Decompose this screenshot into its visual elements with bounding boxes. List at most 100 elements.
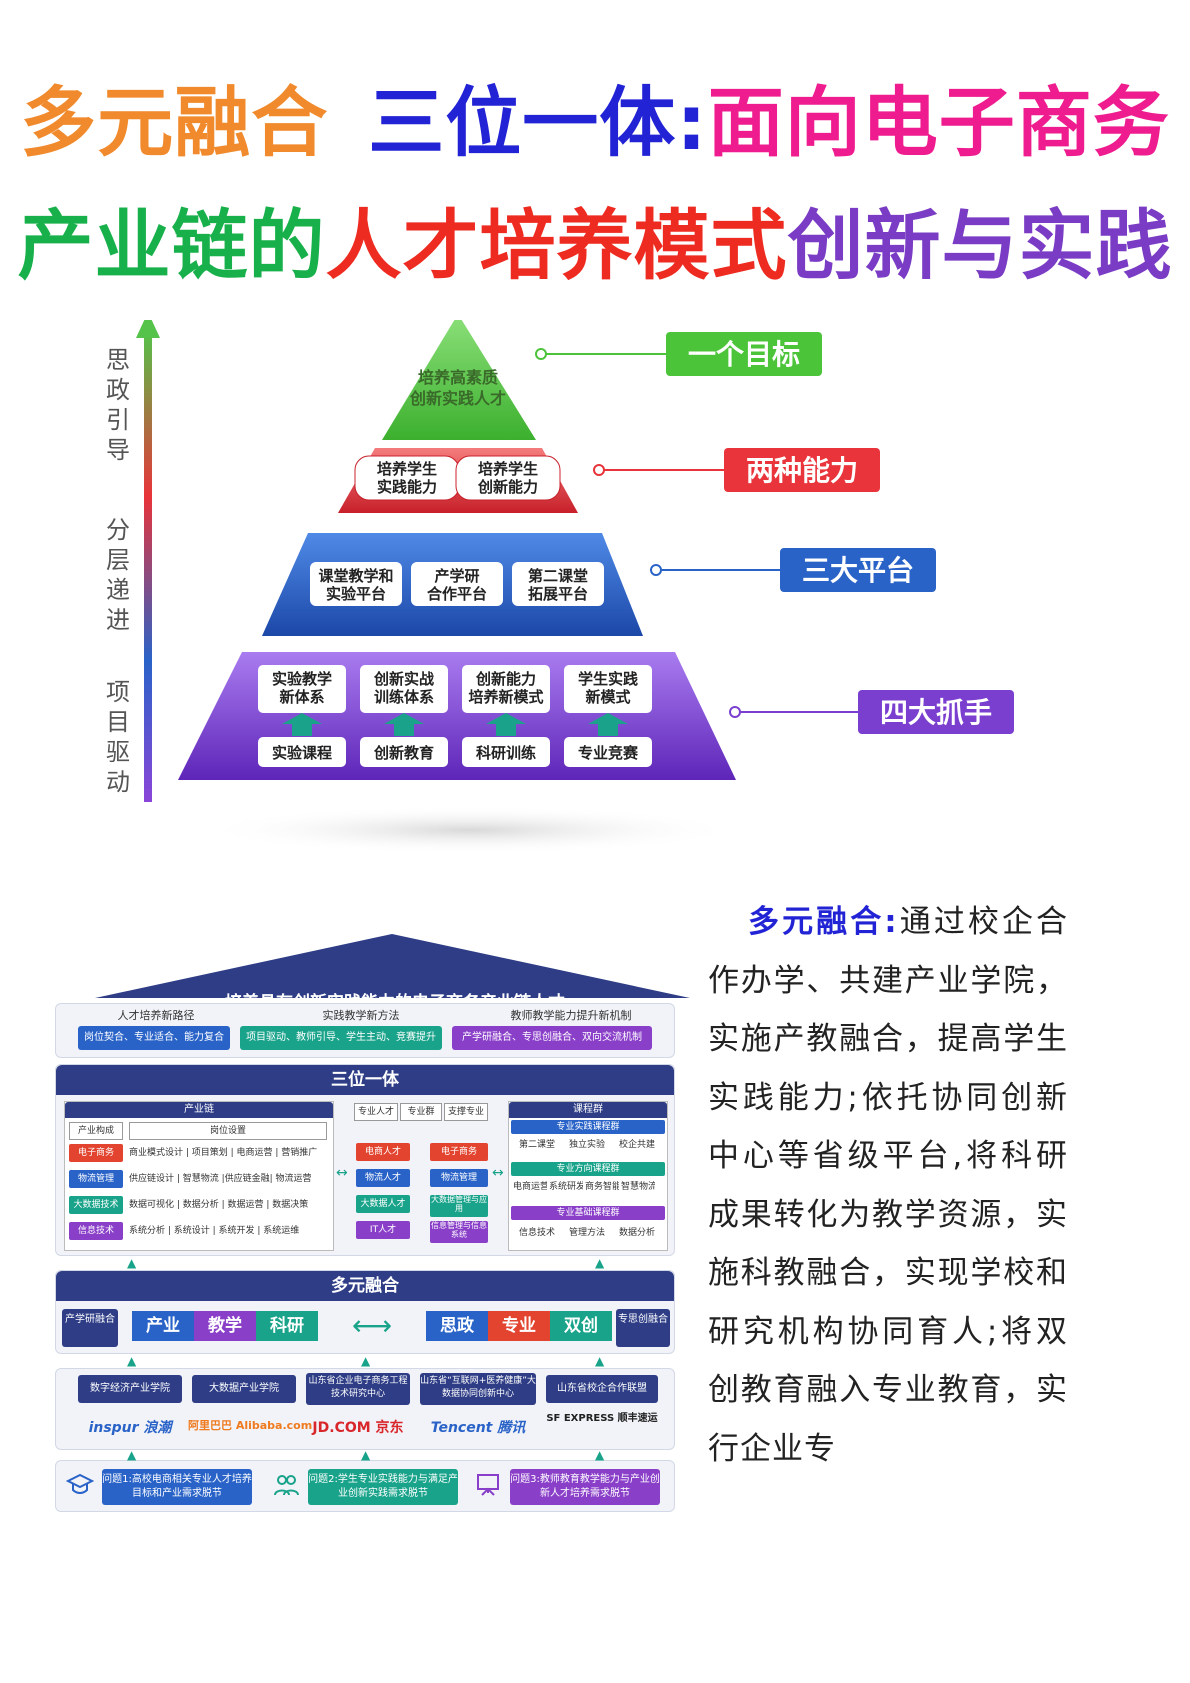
chain-col-a: 产业构成 [69, 1122, 123, 1140]
description-paragraph: 多元融合:通过校企合作办学、共建产业学院，实施产教融合，提高学生实践能力;依托协… [708, 893, 1068, 1478]
row1-head-1: 实践教学新方法 [322, 1009, 400, 1022]
tag-abilities [724, 448, 880, 492]
tag-platforms-label: 三大平台 [802, 554, 914, 587]
major-right-2: 大数据管理与应用 [430, 1195, 488, 1217]
course-s2-2: 商务智能 [585, 1182, 619, 1192]
major-tab-1: 专业群 [400, 1103, 442, 1121]
partner-3: 山东省“互联网+医养健康”大数据协同创新中心 [420, 1373, 536, 1405]
pyramid-shadow [200, 806, 740, 854]
fusion-left-tag: 产学研融合 [62, 1309, 118, 1347]
major-right-3: 信息管理与信息系统 [430, 1221, 488, 1243]
course-s2: 专业方向课程群 [511, 1162, 665, 1176]
side-label-2: 项目驱动 [106, 678, 130, 796]
level-3-box-0 [310, 562, 402, 606]
l3-0-b: 实验平台 [326, 585, 386, 603]
l2-1-b: 创新能力 [477, 478, 538, 496]
major-left-3: IT人才 [356, 1221, 410, 1239]
problem-2: 问题3:教师教育教学能力与产业创新人才培养需求脱节 [510, 1469, 660, 1505]
link-arrow-right: ↔ [492, 1165, 504, 1181]
title-part-orange: 多元融合 [20, 78, 329, 167]
chain-row-3: 信息技术 [69, 1222, 123, 1240]
tag-handles-label: 四大抓手 [880, 696, 992, 729]
major-right-1: 物流管理 [430, 1169, 488, 1187]
problem-0: 问题1:高校电商相关专业人才培养目标和产业需求脱节 [102, 1469, 252, 1505]
logo-jd: JD.COM 京东 [312, 1420, 404, 1436]
paragraph-body: 通过校企合作办学、共建产业学院，实施产教融合，提高学生实践能力;依托协同创新中心… [708, 904, 1068, 1467]
partner-0: 数字经济产业学院 [78, 1375, 182, 1403]
course-s1: 专业实践课程群 [511, 1120, 665, 1134]
chain-jobs-1: 供应链设计 | 智慧物流 |供应链金融| 物流运营 [129, 1174, 312, 1184]
chain-jobs-2: 数据可视化 | 数据分析 | 数据运营 | 数据决策 [129, 1200, 309, 1210]
logo-alibaba: 阿里巴巴 Alibaba.com [188, 1419, 313, 1432]
tag-connector-0 [535, 348, 666, 360]
fusion-left-0: 产业 [132, 1311, 194, 1341]
course-s3: 专业基础课程群 [511, 1206, 665, 1220]
logo-inspur: inspur 浪潮 [88, 1420, 172, 1436]
course-s3-0: 信息技术 [518, 1228, 555, 1238]
fusion-right-tag: 专思创融合 [616, 1309, 670, 1347]
industry-chain-panel: 产业链 产业构成 岗位设置 电子商务 商业模式设计 | 项目策划 | 电商运营 … [64, 1101, 334, 1251]
row1-pill-2: 产学研融合、专思创融合、双向交流机制 [452, 1026, 652, 1050]
l3-2-b: 拓展平台 [528, 585, 588, 603]
l2-0-a: 培养学生 [377, 460, 437, 478]
chain-row-1: 物流管理 [69, 1170, 123, 1188]
major-left-0: 电商人才 [356, 1143, 410, 1161]
roof-shape [95, 934, 690, 998]
level-4-bottom-boxes [258, 737, 652, 767]
partner-2: 山东省企业电子商务工程技术研究中心 [306, 1373, 410, 1405]
level-3-box-1 [411, 562, 503, 606]
problems-band: 问题1:高校电商相关专业人才培养目标和产业需求脱节 问题2:学生专业实践能力与满… [55, 1460, 675, 1512]
major-left-2: 大数据人才 [356, 1195, 410, 1213]
l4b-0: 实验课程 [272, 744, 332, 762]
l2-0-b: 实践能力 [377, 478, 437, 496]
title-line-2: 产业链的人才培养模式创新与实践 [0, 208, 1190, 284]
problem-1: 问题2:学生专业实践能力与满足产业创新实践需求脱节 [308, 1469, 458, 1505]
title-part-purple: 创新与实践 [787, 201, 1173, 290]
fusion-right-0: 思政 [426, 1311, 488, 1341]
title-part-blue: 三位一体: [368, 78, 708, 167]
l4t-3-b: 新模式 [585, 688, 630, 706]
chain-row-2: 大数据技术 [69, 1196, 123, 1214]
level-4-up-arrows [282, 713, 628, 736]
side-label-fenceng: 分层递进 [106, 516, 130, 634]
l4t-1-b: 训练体系 [374, 688, 434, 706]
chain-row-0: 电子商务 [69, 1144, 123, 1162]
course-s2-0: 电商运营 [513, 1182, 547, 1192]
fusion-right-1: 专业 [488, 1311, 550, 1341]
l4t-0-a: 实验教学 [272, 670, 332, 688]
course-s2-1: 系统研发 [549, 1182, 583, 1192]
three-in-one-diagram: 培养具有创新实践能力的电子商务产业链人才 人才培养新路径 实践教学新方法 教师教… [55, 934, 730, 1573]
graduate-icon [65, 1471, 95, 1499]
l4t-1-a: 创新实战 [373, 670, 434, 688]
l4b-1: 创新教育 [373, 744, 434, 762]
majors-panel: 专业人才 专业群 支撑专业 电商人才 物流人才 大数据人才 IT人才 电子商务 … [354, 1101, 490, 1251]
tag-goal [666, 332, 822, 376]
row1-head-2: 教师教学能力提升新机制 [510, 1009, 632, 1022]
l4b-2: 科研训练 [476, 744, 536, 762]
three-in-one-band: 三位一体 产业链 产业构成 岗位设置 电子商务 商业模式设计 | 项目策划 | … [55, 1064, 675, 1256]
major-left-1: 物流人才 [356, 1169, 410, 1187]
course-panel: 课程群 专业实践课程群 第二课堂 独立实验 校企共建 专业方向课程群 电商运营 … [508, 1101, 668, 1251]
tag-abilities-label: 两种能力 [746, 454, 858, 487]
three-in-one-title: 三位一体 [56, 1065, 674, 1095]
fusion-left-1: 教学 [194, 1311, 256, 1341]
fusion-double-arrow: ⟷ [351, 1309, 393, 1342]
apex-line-2: 创新实践人才 [409, 389, 506, 408]
fusion-title: 多元融合 [56, 1271, 674, 1301]
link-arrow-left: ↔ [336, 1165, 348, 1181]
course-s1-0: 第二课堂 [518, 1140, 555, 1150]
l3-0-a: 课堂教学和 [318, 567, 393, 585]
side-label-sizheng: 思政引导 [106, 346, 130, 464]
major-tab-0: 专业人才 [354, 1103, 398, 1121]
teacher-icon [474, 1471, 502, 1499]
people-icon [272, 1471, 300, 1499]
logo-tencent: Tencent 腾讯 [430, 1420, 526, 1436]
logo-sf: SF EXPRESS 顺丰速运 [546, 1413, 658, 1424]
l3-2-a: 第二课堂 [528, 567, 588, 585]
l2-1-a: 培养学生 [478, 460, 538, 478]
apex-triangle [382, 320, 536, 440]
side-label-xiangmu: 项目驱动 [106, 678, 130, 796]
row1-pill-0: 岗位契合、专业适合、能力复合 [78, 1026, 230, 1050]
chain-col-b: 岗位设置 [129, 1122, 327, 1140]
tag-goal-label: 一个目标 [688, 338, 800, 371]
